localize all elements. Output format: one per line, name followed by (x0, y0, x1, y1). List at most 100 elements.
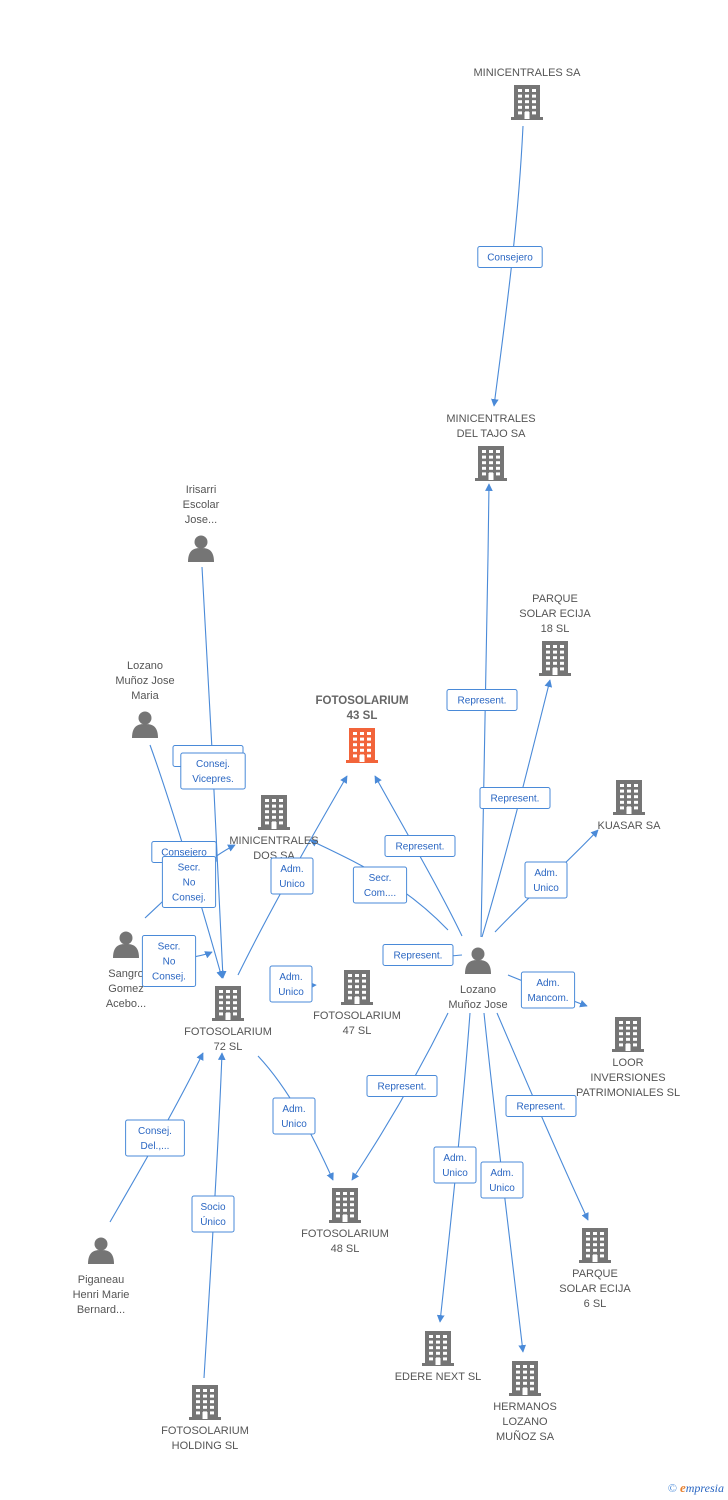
node-edere[interactable]: EDERE NEXT SL (395, 1331, 482, 1383)
node-fotosolarium-holding[interactable]: FOTOSOLARIUM HOLDING SL (161, 1385, 249, 1452)
edge-label-e14[interactable]: Consej.Vicepres. (180, 752, 246, 790)
node-label: Lozano (460, 984, 496, 996)
building-icon (341, 970, 373, 1005)
node-label: 48 SL (331, 1243, 360, 1255)
edge-label-text: Consejero (161, 848, 207, 859)
building-icon (329, 1188, 361, 1223)
edge-label-e19[interactable]: Adm. Unico (269, 965, 313, 1003)
edge-label-text: Represent. (491, 794, 540, 805)
edge-label-e18[interactable]: Adm.Unico (270, 857, 314, 895)
edge-label-e11[interactable]: Adm.Unico (433, 1146, 477, 1184)
edge-label-e7[interactable]: Represent. (382, 944, 454, 966)
edge-label-text: Unico (281, 1119, 307, 1130)
edge-label-text: Unico (278, 987, 304, 998)
person-icon (465, 947, 491, 974)
node-label: MINICENTRALES (446, 413, 535, 425)
edge-label-e21[interactable]: Consej.Del.,... (125, 1119, 185, 1157)
edge-label-text: Único (200, 1215, 226, 1228)
edge-label-box (180, 752, 246, 790)
edge-label-text: Unico (442, 1168, 468, 1179)
node-label: FOTOSOLARIUM (161, 1425, 249, 1437)
node-label: Lozano (127, 660, 163, 672)
node-label: MINICENTRALES SA (474, 67, 582, 79)
edge-label-box (272, 1097, 316, 1135)
node-label: Muñoz Jose (448, 999, 507, 1011)
edge-label-box (524, 861, 568, 899)
edge-label-e9[interactable]: Represent. (366, 1075, 438, 1097)
edge-line-e3 (481, 679, 553, 938)
node-label: 47 SL (343, 1025, 372, 1037)
edge-label-box (479, 787, 551, 809)
edge-label-e1[interactable]: Consejero (477, 246, 543, 268)
node-label: Bernard... (77, 1304, 125, 1316)
node-label: PARQUE (532, 593, 578, 605)
edge-label-box (161, 856, 217, 908)
edge-label-text: Adm. (279, 972, 302, 983)
node-fotosolarium-48[interactable]: FOTOSOLARIUM 48 SL (301, 1188, 389, 1255)
edge-label-box (505, 1095, 577, 1117)
node-label: PARQUE (572, 1268, 618, 1280)
edge-label-e6[interactable]: Secr.Com.... (352, 866, 408, 904)
edge-label-e4[interactable]: Adm. Unico (524, 861, 568, 899)
edge-label-text: Adm. (490, 1168, 513, 1179)
node-label: HOLDING SL (172, 1440, 239, 1452)
edge-label-text: Unico (279, 879, 305, 890)
building-icon (509, 1361, 541, 1396)
node-label: FOTOSOLARIUM (301, 1228, 389, 1240)
node-label: KUASAR SA (598, 820, 662, 832)
edge-labels-layer: ConsejeroRepresent.Represent.Adm.UnicoRe… (125, 246, 577, 1233)
copyright-symbol: © (667, 1481, 677, 1495)
edge-label-e8[interactable]: Adm.Mancom. (520, 971, 576, 1009)
edge-label-e3[interactable]: Represent. (479, 787, 551, 809)
node-kuasar[interactable]: KUASAR SA (598, 780, 662, 832)
node-minicentrales-tajo[interactable]: MINICENTRALES DEL TAJO SA (446, 413, 536, 481)
person-icon (113, 931, 139, 958)
edge-label-box (446, 689, 518, 711)
edge-label-e10[interactable]: Represent. (505, 1095, 577, 1117)
edge-label-e5[interactable]: Represent. (384, 835, 456, 857)
node-label: EDERE NEXT SL (395, 1371, 482, 1383)
edge-label-box (480, 1161, 524, 1199)
building-icon (579, 1228, 611, 1263)
edge-label-e20[interactable]: Adm. Unico (272, 1097, 316, 1135)
building-icon (539, 641, 571, 676)
edge-label-text: Adm. (282, 1104, 305, 1115)
edge-label-text: Consej. (196, 759, 230, 770)
building-icon (613, 780, 645, 815)
edge-label-text: Del.,... (141, 1141, 170, 1152)
node-label: Henri Marie (73, 1289, 130, 1301)
building-icon (346, 728, 378, 763)
edge-label-text: Represent. (378, 1082, 427, 1093)
edge-label-text: Adm. (536, 978, 559, 989)
node-minicentrales-sa[interactable]: MINICENTRALES SA (474, 67, 582, 120)
edge-label-text: Unico (533, 883, 559, 894)
node-label: 43 SL (347, 710, 378, 722)
edge-label-e2[interactable]: Represent. (446, 689, 518, 711)
edge-label-text: Adm. (534, 868, 557, 879)
edge-label-text: Represent. (396, 842, 445, 853)
brand-name: mpresia (685, 1481, 724, 1495)
building-icon (422, 1331, 454, 1366)
edge-label-e12[interactable]: Adm.Unico (480, 1161, 524, 1199)
edge-label-text: Secr. (178, 863, 201, 874)
node-label: DEL TAJO SA (457, 428, 527, 440)
node-irisarri[interactable]: IrisarriEscolarJose... (183, 484, 220, 562)
node-sangro[interactable]: SangroGomezAcebo... (106, 931, 146, 1011)
edge-line-e2 (480, 483, 493, 938)
edge-label-text: Represent. (517, 1102, 566, 1113)
